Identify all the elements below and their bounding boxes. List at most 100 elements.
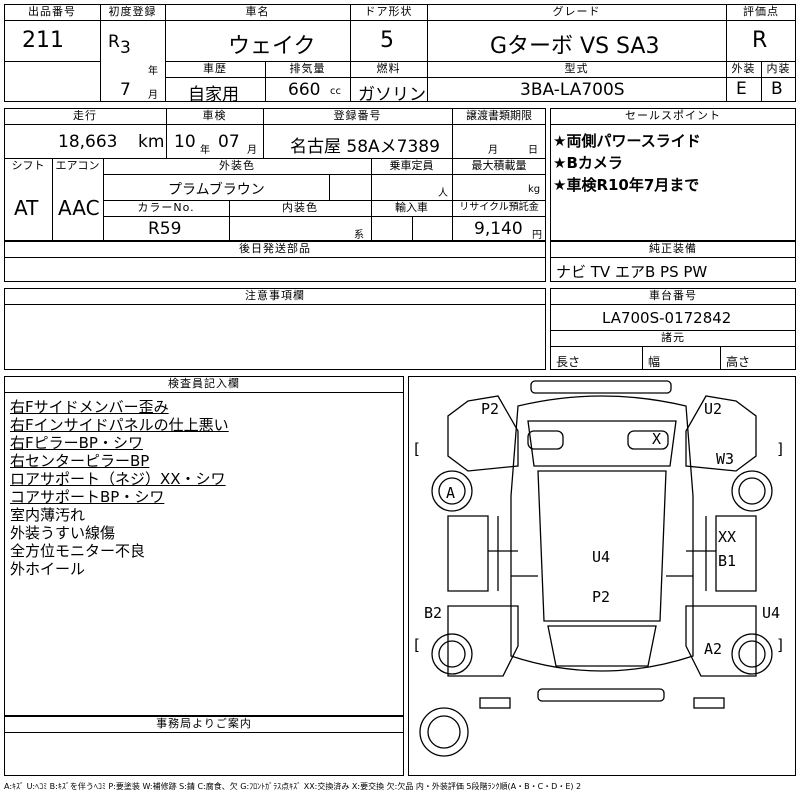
delivery-box <box>4 241 546 282</box>
sales-item: ★Bカメラ <box>553 154 623 172</box>
marker-u2: U2 <box>704 400 723 418</box>
load-label: 最大積載量 <box>471 159 527 172</box>
delivery-label: 後日発送部品 <box>239 242 311 255</box>
chassis-box <box>550 288 796 370</box>
era: R <box>108 32 120 52</box>
color-no-label: カラーNo. <box>137 201 195 214</box>
inspector-item: 右Fインサイドパネルの仕上悪い <box>10 416 229 434</box>
sales-box <box>550 108 796 241</box>
marker-xx: XX <box>718 528 737 546</box>
inspection-label: 車検 <box>202 109 227 122</box>
marker-b1: B1 <box>718 552 737 570</box>
ac-label: エアコン <box>55 159 100 172</box>
equipment-box <box>550 241 796 282</box>
capacity-label: 乗車定員 <box>389 159 434 172</box>
lot-label: 出品番号 <box>28 5 76 18</box>
inspection-year-unit: 年 <box>200 145 210 156</box>
mileage-label: 走行 <box>73 109 97 122</box>
office-label: 事務局よりご案内 <box>156 717 252 730</box>
capacity-unit: 人 <box>438 188 448 199</box>
history-label: 車歴 <box>203 62 227 75</box>
marker-u4-right: U4 <box>762 604 781 622</box>
marker-p2-top: P2 <box>481 400 500 418</box>
chassis-label: 車台番号 <box>649 289 697 302</box>
color-label: 外装色 <box>219 159 255 172</box>
bracket-close: ] <box>776 636 786 654</box>
inspector-item: 室内薄汚れ <box>10 506 86 524</box>
sales-label: セールスポイント <box>625 109 721 122</box>
recycle-value: 9,140 <box>474 219 523 239</box>
registration-value: 名古屋 58Aメ7389 <box>290 137 440 157</box>
name-value: ウェイク <box>228 34 316 59</box>
marker-p2-center: P2 <box>592 588 611 606</box>
inspection-month-unit: 月 <box>247 145 257 156</box>
bracket-open: [ <box>412 440 422 458</box>
first-reg-label: 初度登録 <box>108 5 157 18</box>
transfer-day-unit: 日 <box>528 145 538 156</box>
ac-value: AAC <box>58 196 100 220</box>
height-label: 高さ <box>726 355 751 369</box>
grade-value: Gターボ VS SA3 <box>490 34 660 59</box>
recycle-label: リサイクル預託金 <box>459 202 539 213</box>
marker-b2: B2 <box>424 604 443 622</box>
dimensions-label: 諸元 <box>661 331 685 344</box>
int-color-label: 内装色 <box>282 201 318 214</box>
transfer-label: 譲渡書類期限 <box>466 109 532 122</box>
width-label: 幅 <box>648 355 661 369</box>
inspector-item: 外装うすい線傷 <box>10 524 116 542</box>
car-diagram <box>419 380 773 757</box>
legend: A:ｷｽﾞ U:ﾍｺﾐ B:ｷｽﾞを伴うﾍｺﾐ P:要塗装 W:補修跡 S:錆 … <box>4 782 582 791</box>
displacement-value: 660 <box>288 80 321 100</box>
mileage-unit: km <box>138 132 165 152</box>
inspector-item: 外ホイール <box>10 560 86 578</box>
month-unit: 月 <box>148 90 158 101</box>
bracket-close: ] <box>776 440 786 458</box>
inspection-year: 10 <box>174 132 196 152</box>
car-diagram-box <box>408 376 796 776</box>
shift-label: シフト <box>11 159 45 172</box>
inspector-box <box>4 376 404 716</box>
load-unit: kg <box>528 184 541 195</box>
import-label: 輸入車 <box>395 201 428 214</box>
bracket-open: [ <box>412 636 422 654</box>
lot-value: 211 <box>22 28 64 53</box>
sales-item: ★両側パワースライド <box>553 132 701 150</box>
year-unit: 年 <box>148 66 158 77</box>
fuel-label: 燃料 <box>376 62 401 75</box>
registration-label: 登録番号 <box>333 109 382 122</box>
model-label: 型式 <box>564 62 589 75</box>
displacement-unit: cc <box>330 86 341 97</box>
interior-value: B <box>771 79 783 99</box>
score-label: 評価点 <box>743 5 779 18</box>
length-label: 長さ <box>556 355 581 369</box>
displacement-label: 排気量 <box>289 62 326 75</box>
inspector-item: 右FピラーBP・シワ <box>10 434 143 452</box>
notes-box <box>4 288 546 370</box>
inspection-month: 07 <box>218 132 240 152</box>
marker-w3: W3 <box>716 450 735 468</box>
marker-u4-center: U4 <box>592 548 611 566</box>
doors-value: 5 <box>380 28 394 53</box>
inspector-item: 全方位モニター不良 <box>10 542 146 560</box>
grade-label: グレード <box>552 5 601 18</box>
office-box <box>4 716 404 776</box>
sales-item: ★車検R10年7月まで <box>553 176 700 194</box>
interior-label: 内装 <box>766 62 791 75</box>
inspector-label: 検査員記入欄 <box>168 377 240 390</box>
inspector-item: ロアサポート（ネジ）XX・シワ <box>10 470 226 488</box>
int-color-unit: 系 <box>354 230 364 241</box>
recycle-unit: 円 <box>532 230 542 241</box>
exterior-value: E <box>736 79 747 99</box>
shift-value: AT <box>14 196 39 220</box>
marker-a2: A2 <box>704 640 723 658</box>
inspector-item: コアサポートBP・シワ <box>10 488 165 506</box>
model-value: 3BA-LA700S <box>520 80 625 100</box>
exterior-label: 外装 <box>731 62 756 75</box>
fuel-value: ガソリン <box>358 85 426 105</box>
inspector-item: 右Fサイドメンバー歪み <box>10 398 169 416</box>
equipment-value: ナビ TV エアB PS PW <box>556 263 708 281</box>
doors-label: ドア形状 <box>364 5 413 18</box>
month: 7 <box>120 80 131 100</box>
marker-x: X <box>652 430 662 448</box>
color-value: プラムブラウン <box>168 182 265 198</box>
